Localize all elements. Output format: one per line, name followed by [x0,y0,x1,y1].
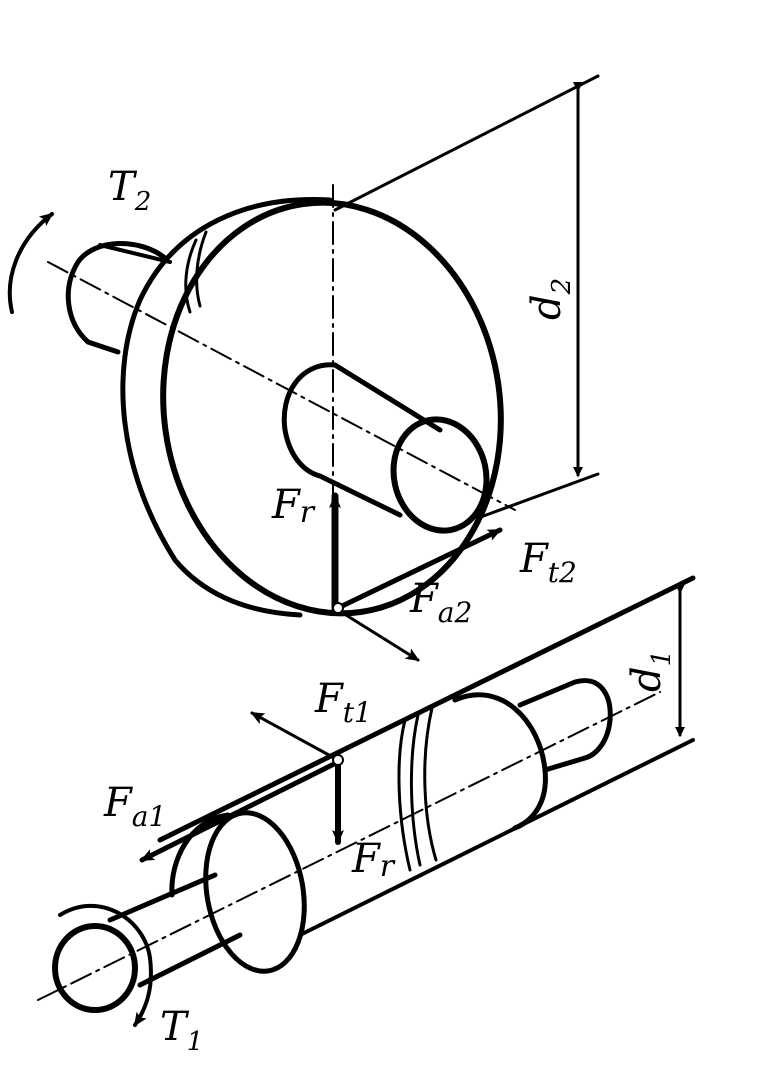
worm-thread-3 [423,706,438,862]
wheel-rim-back [120,196,333,618]
labels: T2 d2 Fr Ft2 Fa2 d1 Ft1 Fa1 Fr T1 [103,164,677,1057]
worm-shaft-end [52,923,138,1013]
d2-extension-bottom [476,472,600,520]
label-d2: d2 [524,278,577,320]
fa2-arrow [336,608,420,662]
worm-shaft [37,575,696,1027]
label-fa1: Fa1 [103,780,166,833]
wheel-rim-hatch [184,230,208,314]
worm-right-shaft [517,678,613,773]
worm-envelope-top [157,575,696,843]
t2-rotation-arrow [7,212,54,314]
label-ft1: Ft1 [314,676,372,729]
worm-left-shaft [107,872,218,923]
ft1-arrow [250,711,340,762]
wheel-hub-boss [281,362,338,479]
t1-rotation-arrow [58,903,153,1027]
worm-contact-point [332,754,344,766]
label-ft2: Ft2 [519,536,577,589]
label-fr-upper: Fr [271,482,316,530]
worm-axis [37,691,661,1001]
worm-thread-2 [409,713,422,867]
worm-left-shaft-lower [137,932,243,988]
fa1-arrow [139,759,341,863]
worm-wheel [7,74,600,662]
worm-envelope-bottom [298,738,695,937]
wheel-contact-point [332,602,344,614]
label-t2: T2 [108,164,151,217]
label-fa2: Fa2 [409,576,472,629]
label-t1: T1 [160,1004,203,1057]
d2-extension-top [333,74,600,212]
worm-thread-1 [397,718,412,872]
wheel-shaft-rear-edge [98,243,172,264]
wheel-hub-end [390,416,490,534]
wheel-front-face [160,199,504,617]
label-d1: d1 [624,650,677,692]
label-fr-lower: Fr [351,836,396,884]
ft2-arrow [335,527,503,611]
worm-collar-front [169,812,231,898]
wheel-axis [47,261,516,511]
wheel-shaft-rear [65,241,168,355]
worm-body-outline [452,692,548,831]
